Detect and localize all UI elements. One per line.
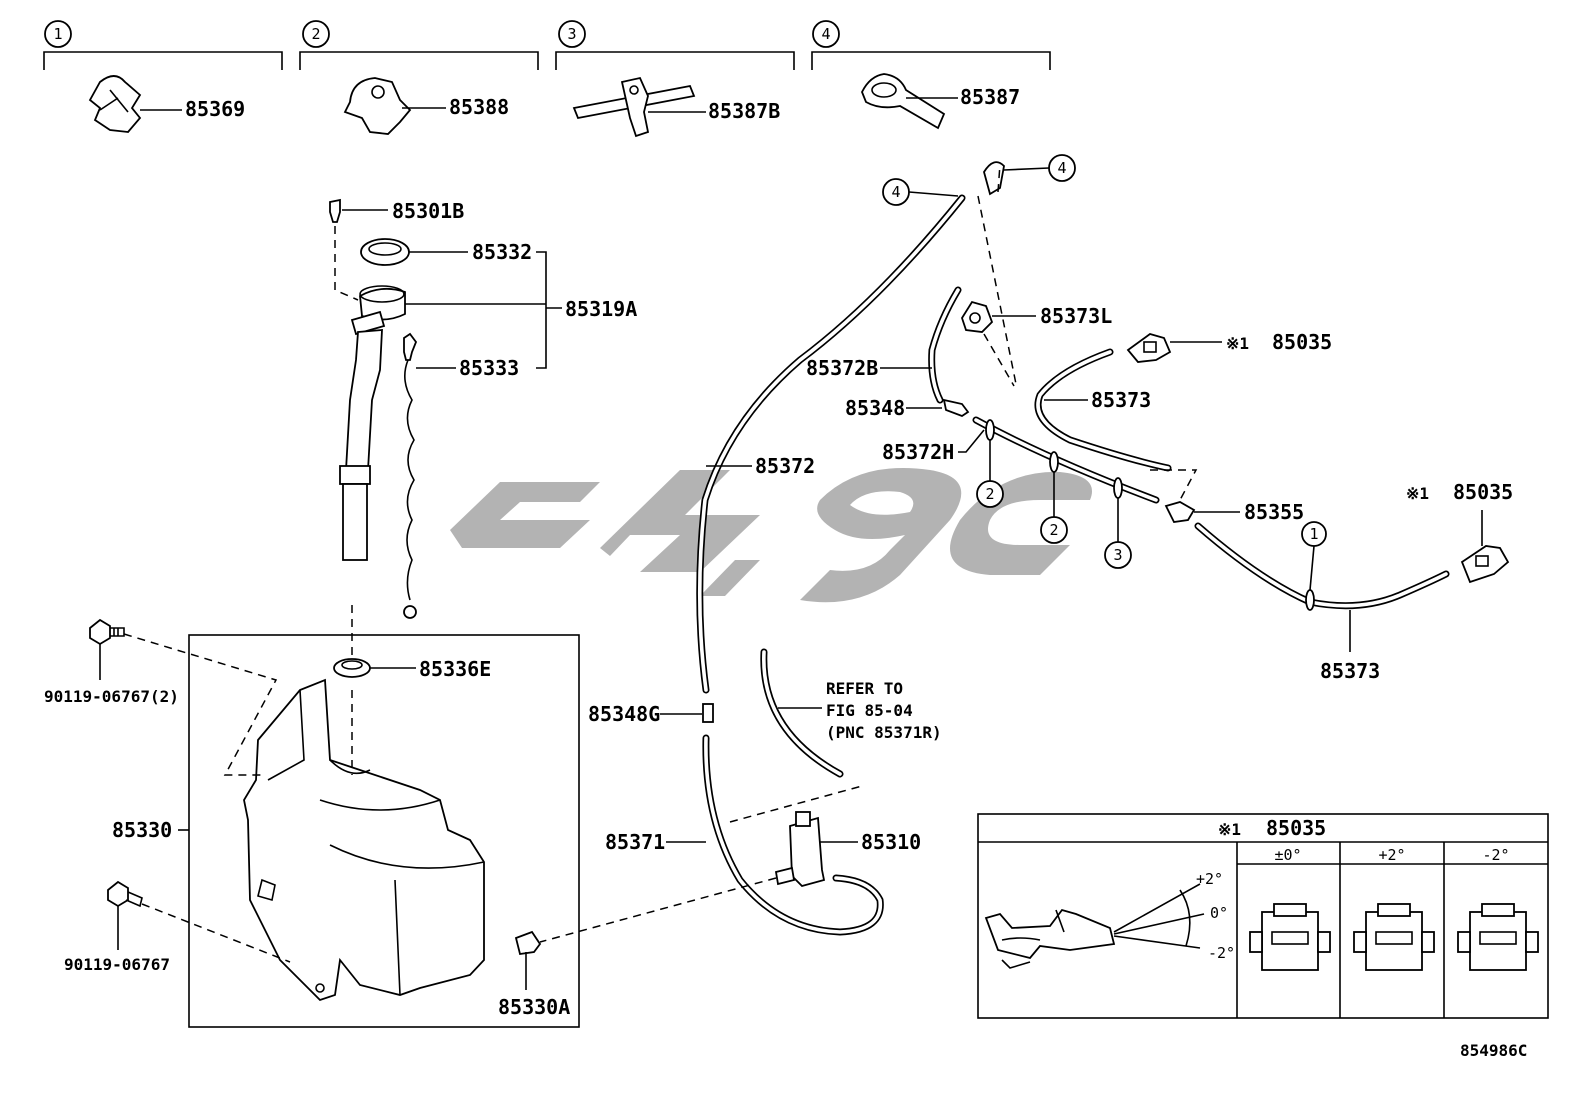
note-mark-upper: ※1 <box>1226 334 1249 353</box>
hose-85372: 85372 <box>696 194 966 694</box>
callout-1: 1 <box>1309 525 1318 543</box>
note-mark-lower: ※1 <box>1406 484 1429 503</box>
clip-85387-icon <box>861 73 946 130</box>
reservoir-box: 85336E 85330 85330A <box>112 605 580 1028</box>
nozzle-85035-lower: ※1 85035 <box>1406 480 1513 584</box>
joint-85355: 85355 <box>1164 500 1304 524</box>
callout-number: 2 <box>985 485 994 503</box>
label-85301B: 85301B <box>392 199 464 223</box>
hose-85372H: 85372H <box>882 416 1160 504</box>
group-3: 3 85387B <box>555 20 795 138</box>
angle-plus2: +2° <box>1196 870 1223 888</box>
joint-85348: 85348 <box>845 396 970 420</box>
inset-connector-minus2 <box>1457 903 1539 971</box>
hose-85371: 85371 <box>605 734 884 936</box>
refer-line-3: (PNC 85371R) <box>826 723 942 742</box>
label-85372H: 85372H <box>882 440 954 464</box>
callout-4-right: 4 <box>977 154 1076 385</box>
group-2: 2 85388 <box>299 20 539 135</box>
nozzle-85035-upper: ※1 85035 <box>1126 330 1332 363</box>
angle-minus2: -2° <box>1208 944 1235 962</box>
group-4: 4 85387 <box>811 20 1051 130</box>
nozzle-85373L: 85373L <box>961 300 1112 387</box>
callout-4-left: 4 <box>882 178 959 206</box>
group-number-circle <box>558 20 586 48</box>
angle-0: 0° <box>1210 904 1228 922</box>
group-number: 3 <box>567 25 576 43</box>
label-90119-06767: 90119-06767 <box>64 955 170 974</box>
callout-2-b: 2 <box>1040 472 1068 544</box>
group-number: 1 <box>53 25 62 43</box>
joint-85348G: 85348G <box>588 702 714 726</box>
group-number-circle <box>302 20 330 48</box>
inset-nozzle-side-view: +2° 0° -2° <box>984 870 1235 969</box>
diagram-ref-code: 854986C <box>1460 1041 1527 1060</box>
label-85355: 85355 <box>1244 500 1304 524</box>
inset-connector-0 <box>1249 903 1331 971</box>
part-label: 85387 <box>960 85 1020 109</box>
clip-85387B-icon <box>572 76 696 138</box>
callout-number: 4 <box>891 183 900 201</box>
refer-line-1: REFER TO <box>826 679 903 698</box>
filler-assembly: 85301B 85332 85333 85319A <box>329 198 637 619</box>
clip-85388-icon <box>343 77 412 135</box>
group-number-circle <box>44 20 72 48</box>
group-number: 2 <box>311 25 320 43</box>
group-1: 1 85369 <box>43 20 283 133</box>
label-85348G: 85348G <box>588 702 660 726</box>
callout-number: 2 <box>1049 521 1058 539</box>
part-label: 85369 <box>185 97 245 121</box>
part-label: 85388 <box>449 95 509 119</box>
label-85330: 85330 <box>112 818 172 842</box>
inset-col-minus2: -2° <box>1482 846 1509 864</box>
part-label: 85387B <box>708 99 780 123</box>
group-number-circle <box>812 20 840 48</box>
label-85371: 85371 <box>605 830 665 854</box>
callout-3: 3 <box>1104 498 1132 569</box>
group-number: 4 <box>821 25 830 43</box>
hose-85373-upper: 85373 <box>1034 348 1198 501</box>
bolt-upper: 90119-06767(2) <box>44 618 278 776</box>
label-85372: 85372 <box>755 454 815 478</box>
label-85035-lower: 85035 <box>1453 480 1513 504</box>
clip-85369-icon <box>88 75 142 133</box>
inset-col-plus2: +2° <box>1378 846 1405 864</box>
inset-85035: ※1 85035 ±0° +2° -2° +2° 0° -2° <box>977 813 1549 1019</box>
label-85310: 85310 <box>861 830 921 854</box>
inset-mark: ※1 <box>1218 820 1241 839</box>
label-85373L: 85373L <box>1040 304 1112 328</box>
pump-85310: 85310 <box>539 785 921 943</box>
label-85373-upper: 85373 <box>1091 388 1151 412</box>
inset-part: 85035 <box>1266 816 1326 840</box>
label-85319A: 85319A <box>565 297 637 321</box>
label-85330A: 85330A <box>498 995 570 1019</box>
label-85035-upper: 85035 <box>1272 330 1332 354</box>
callout-number: 3 <box>1113 546 1122 564</box>
label-85372B: 85372B <box>806 356 878 380</box>
hose-85373-lower: 1 85373 <box>1194 521 1450 683</box>
hose-85372B: 85372B <box>806 286 962 404</box>
refer-line-2: FIG 85-04 <box>826 701 913 720</box>
inset-col-0: ±0° <box>1274 846 1301 864</box>
callout-2-a: 2 <box>976 440 1004 508</box>
label-90119-06767-2: 90119-06767(2) <box>44 687 179 706</box>
tank-body <box>243 678 485 1002</box>
label-85373-lower: 85373 <box>1320 659 1380 683</box>
callout-number: 4 <box>1057 159 1066 177</box>
label-85336E: 85336E <box>419 657 491 681</box>
label-85333: 85333 <box>459 356 519 380</box>
refer-hose: REFER TO FIG 85-04 (PNC 85371R) <box>760 648 942 778</box>
label-85332: 85332 <box>472 240 532 264</box>
inset-connector-plus2 <box>1353 903 1435 971</box>
label-85348: 85348 <box>845 396 905 420</box>
bolt-lower: 90119-06767 <box>64 880 291 974</box>
